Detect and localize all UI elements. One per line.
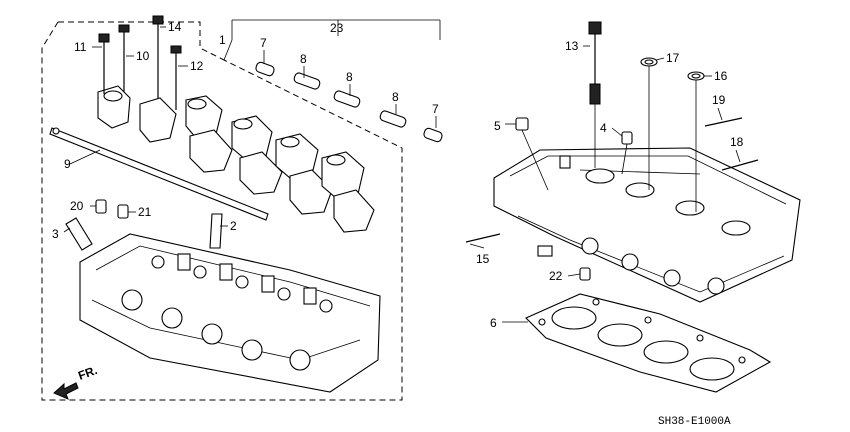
- callout-23: 23: [330, 21, 344, 35]
- callout-5: 5: [494, 119, 501, 133]
- callout-15: 15: [476, 252, 490, 266]
- callout-14: 14: [168, 20, 182, 34]
- right-small-parts: [465, 21, 759, 281]
- callout-1: 1: [219, 33, 226, 47]
- callout-19: 19: [712, 93, 726, 107]
- callout-22: 22: [549, 269, 563, 283]
- callout-4: 4: [600, 121, 607, 135]
- callout-8c: 8: [392, 90, 399, 104]
- callout-labels: 1 2 3 4 5 6 7 7 8 8 8 9 10 11 12 13 14 1…: [52, 20, 744, 330]
- sleeves: [231, 19, 443, 143]
- diagram-code: SH38-E1000A: [658, 416, 731, 428]
- callout-7b: 7: [432, 102, 439, 116]
- dowel-pins: [95, 199, 129, 219]
- callout-10: 10: [136, 49, 150, 63]
- head-gasket: [525, 293, 772, 393]
- callout-3: 3: [52, 227, 59, 241]
- rocker-bolts: [98, 15, 182, 110]
- callout-18: 18: [730, 135, 744, 149]
- callout-8b: 8: [346, 70, 353, 84]
- callout-16: 16: [714, 69, 728, 83]
- callout-20: 20: [70, 199, 84, 213]
- left-assembly-border: [41, 21, 403, 401]
- callout-8a: 8: [300, 52, 307, 66]
- callout-17: 17: [666, 51, 680, 65]
- direction-label: FR.: [76, 363, 99, 383]
- callout-12: 12: [190, 59, 204, 73]
- cylinder-head-right: [493, 147, 801, 303]
- leader-lines: [63, 26, 741, 323]
- plug-tubes: [65, 213, 223, 251]
- cylinder-head-left: [79, 233, 381, 393]
- callout-13: 13: [565, 39, 579, 53]
- front-direction-arrow: [53, 382, 79, 400]
- callout-6: 6: [490, 316, 497, 330]
- rocker-arm-assembly: [49, 85, 375, 233]
- callout-9: 9: [64, 157, 71, 171]
- callout-2: 2: [230, 219, 237, 233]
- callout-11: 11: [74, 40, 87, 54]
- callout-7a: 7: [260, 36, 267, 50]
- callout-21: 21: [138, 205, 152, 219]
